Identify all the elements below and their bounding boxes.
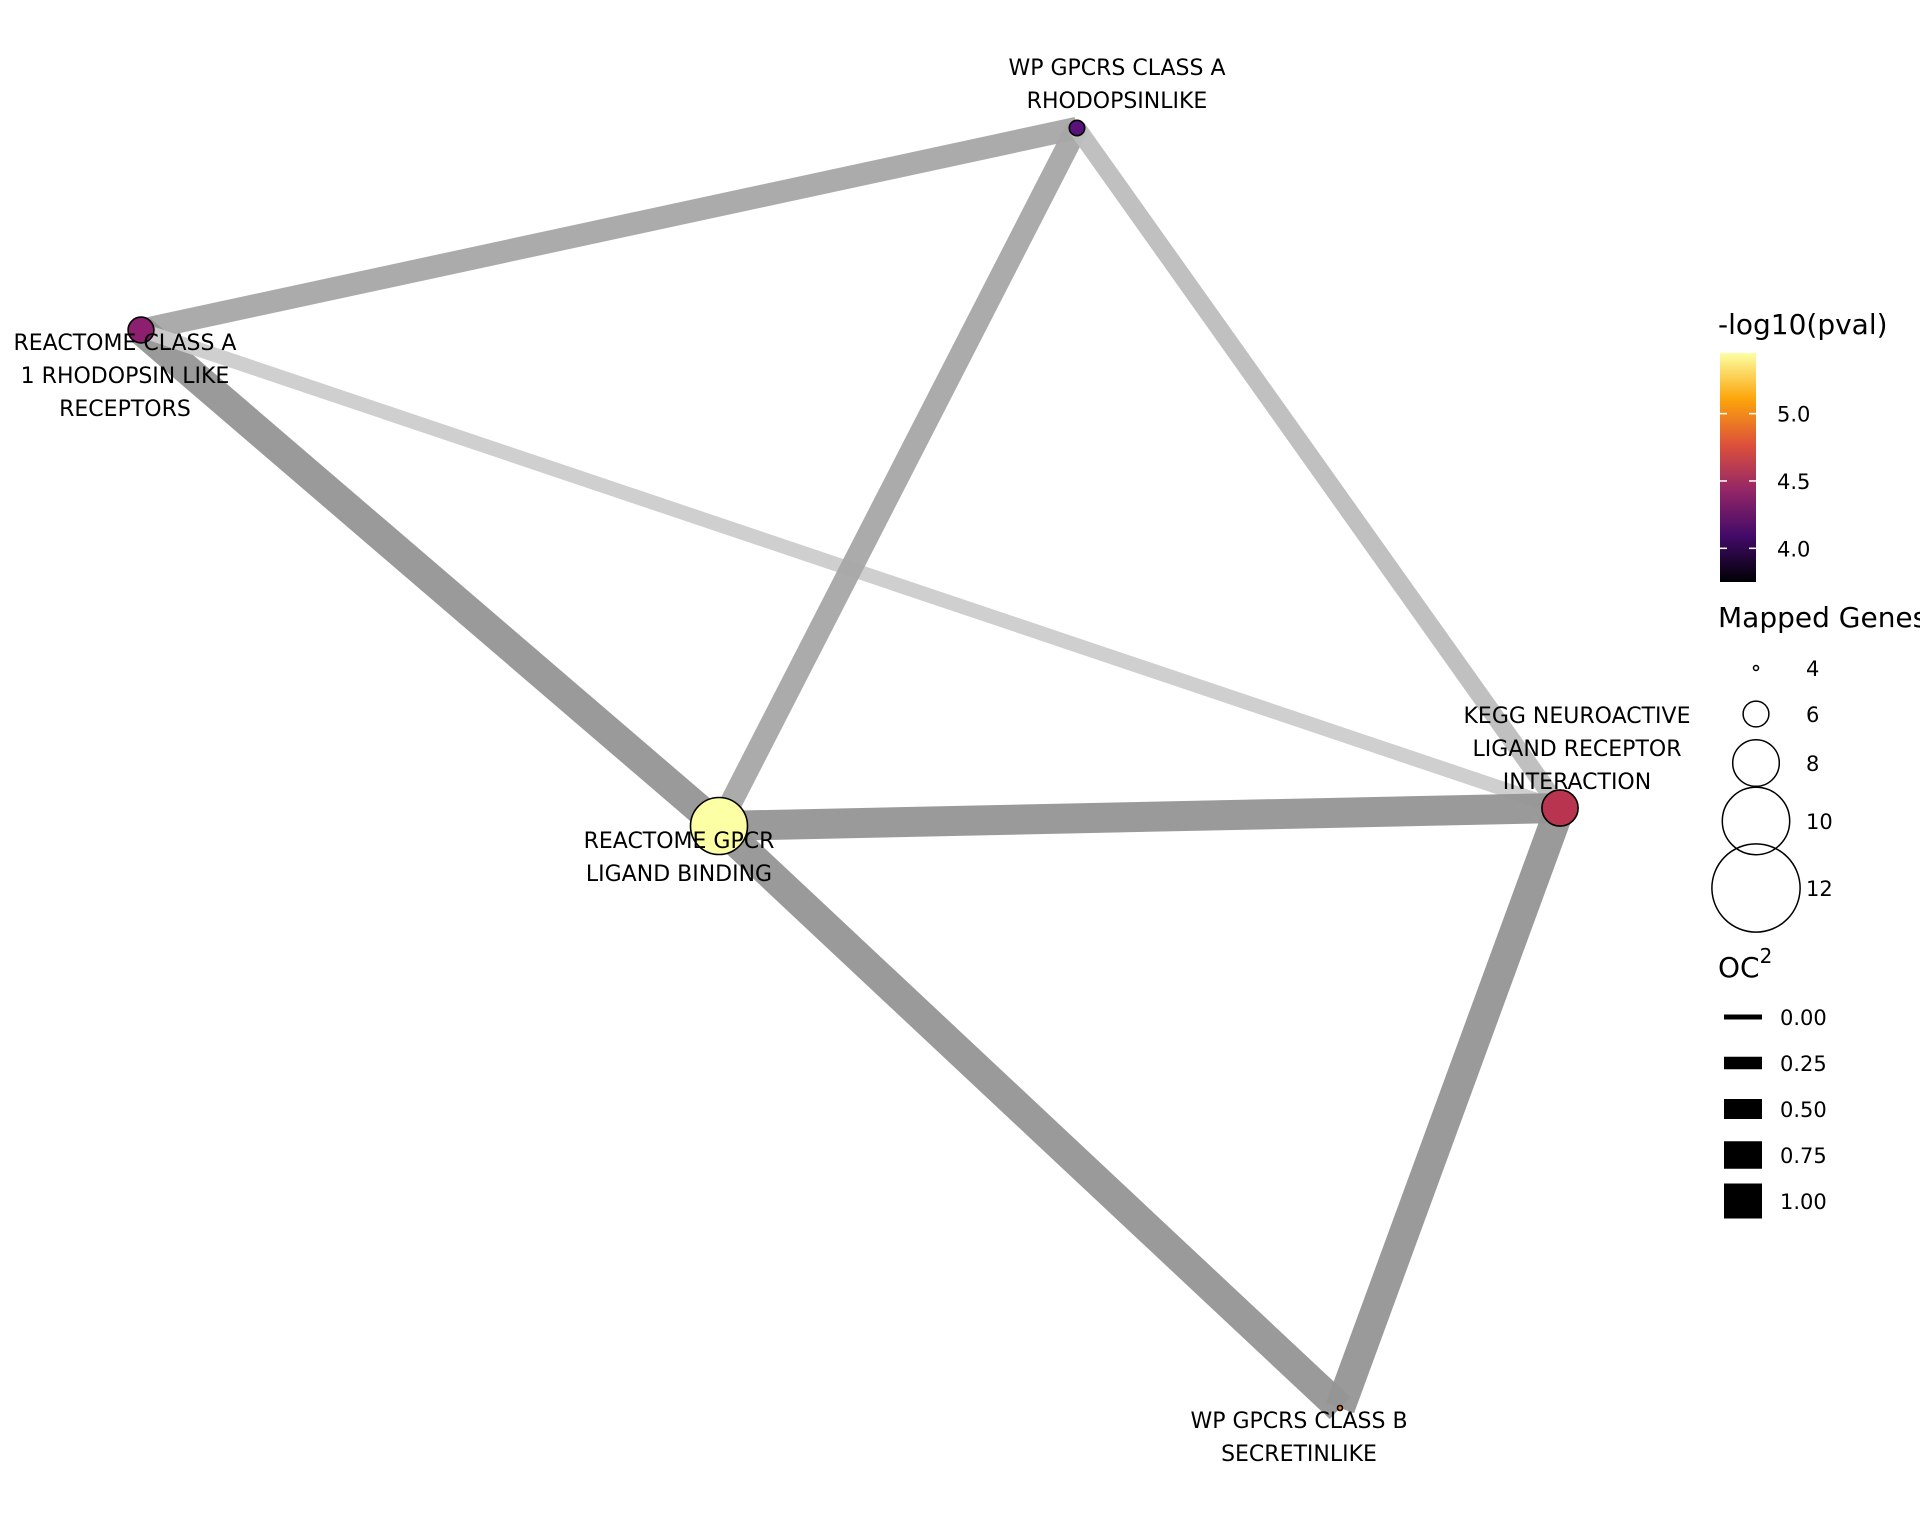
size-keys: 4 6 8 10 12 bbox=[1711, 657, 1833, 933]
nodes-layer bbox=[127, 119, 1579, 1412]
node-label-line: INTERACTION bbox=[1503, 770, 1651, 795]
width-key-swatch bbox=[1724, 1141, 1762, 1169]
edge-reactome_class_a-wp_class_a bbox=[138, 117, 1080, 341]
size-key-circle bbox=[1721, 786, 1791, 856]
width-key-swatch bbox=[1724, 1183, 1762, 1219]
node-kegg_neuroactive bbox=[1541, 789, 1579, 827]
node-label-line: WP GPCRS CLASS A bbox=[1008, 56, 1225, 81]
color-legend-title: -log10(pval) bbox=[1718, 308, 1888, 341]
node-label-wp_class_a: WP GPCRS CLASS A RHODOPSINLIKE bbox=[1008, 56, 1225, 114]
edge-wp_class_a-reactome_gpcr bbox=[708, 122, 1088, 832]
size-key-label: 8 bbox=[1806, 752, 1819, 776]
size-key-circle bbox=[1742, 700, 1770, 728]
edge-reactome_class_a-reactome_gpcr bbox=[131, 318, 729, 838]
node-wp_class_a bbox=[1068, 119, 1086, 137]
size-key-circle bbox=[1752, 664, 1760, 672]
color-tick-label: 4.0 bbox=[1777, 537, 1810, 561]
width-key-label: 0.25 bbox=[1780, 1052, 1827, 1076]
color-ticks: 5.0 4.5 4.0 bbox=[1720, 403, 1810, 561]
node-label-line: REACTOME CLASS A bbox=[14, 331, 237, 356]
node-label-line: 1 RHODOPSIN LIKE bbox=[21, 364, 230, 389]
width-key-swatch bbox=[1724, 1099, 1762, 1119]
color-tick-label: 5.0 bbox=[1777, 403, 1810, 427]
legend: -log10(pval) 5.0 4.5 4.0 Mapped Genes 4 6 8 1… bbox=[1711, 308, 1920, 1219]
node-label-line: RECEPTORS bbox=[59, 397, 191, 422]
edge-reactome_gpcr-kegg_neuroactive bbox=[718, 793, 1561, 841]
node-reactome_gpcr bbox=[689, 796, 749, 856]
edges-layer bbox=[131, 117, 1575, 1419]
width-key-label: 0.50 bbox=[1780, 1098, 1827, 1122]
size-legend: Mapped Genes 4 6 8 10 12 bbox=[1711, 601, 1920, 933]
width-legend-title-main: OC bbox=[1718, 951, 1760, 984]
node-label-line: LIGAND RECEPTOR bbox=[1473, 737, 1682, 762]
width-key-label: 1.00 bbox=[1780, 1190, 1827, 1214]
node-label-line: LIGAND BINDING bbox=[586, 862, 772, 887]
node-label-line: WP GPCRS CLASS B bbox=[1190, 1409, 1407, 1434]
width-key-swatch bbox=[1724, 1056, 1762, 1070]
node-wp_class_b bbox=[1336, 1404, 1344, 1412]
width-legend-title: OC2 bbox=[1718, 944, 1772, 984]
size-key-label: 4 bbox=[1806, 657, 1819, 681]
size-key-label: 6 bbox=[1806, 703, 1819, 727]
width-legend: OC2 0.00 0.25 0.50 0.75 1.00 bbox=[1718, 944, 1827, 1219]
width-legend-title-superscript: 2 bbox=[1760, 944, 1773, 968]
node-label-kegg_neuroactive: KEGG NEUROACTIVE LIGAND RECEPTOR INTERACTI… bbox=[1464, 704, 1691, 795]
node-label-reactome_class_a: REACTOME CLASS A 1 RHODOPSIN LIKE RECEPTOR… bbox=[14, 331, 237, 422]
node-label-line: SECRETINLIKE bbox=[1221, 1442, 1377, 1467]
color-tick-label: 4.5 bbox=[1777, 470, 1810, 494]
edge-reactome_gpcr-wp_class_b bbox=[708, 815, 1351, 1419]
size-key-circle bbox=[1711, 843, 1801, 933]
size-legend-title: Mapped Genes bbox=[1718, 601, 1920, 634]
size-key-label: 10 bbox=[1806, 810, 1833, 834]
node-label-line: REACTOME GPCR bbox=[584, 829, 775, 854]
colorbar bbox=[1720, 353, 1756, 582]
edge-kegg_neuroactive-wp_class_b bbox=[1325, 802, 1575, 1414]
color-legend: -log10(pval) 5.0 4.5 4.0 bbox=[1718, 308, 1888, 582]
node-reactome_class_a bbox=[127, 316, 155, 344]
size-key-label: 12 bbox=[1806, 877, 1833, 901]
width-keys: 0.00 0.25 0.50 0.75 1.00 bbox=[1724, 1006, 1827, 1219]
size-key-circle bbox=[1731, 738, 1781, 788]
node-label-wp_class_b: WP GPCRS CLASS B SECRETINLIKE bbox=[1190, 1409, 1407, 1467]
width-key-label: 0.00 bbox=[1780, 1006, 1827, 1030]
node-label-line: RHODOPSINLIKE bbox=[1027, 89, 1208, 114]
node-label-line: KEGG NEUROACTIVE bbox=[1464, 704, 1691, 729]
width-key-swatch bbox=[1724, 1014, 1762, 1020]
edge-wp_class_a-kegg_neuroactive bbox=[1069, 122, 1568, 814]
node-label-reactome_gpcr: REACTOME GPCR LIGAND BINDING bbox=[584, 829, 775, 887]
width-key-label: 0.75 bbox=[1780, 1144, 1827, 1168]
node-labels-layer: WP GPCRS CLASS A RHODOPSINLIKE REACTOME CL… bbox=[14, 56, 1691, 1467]
